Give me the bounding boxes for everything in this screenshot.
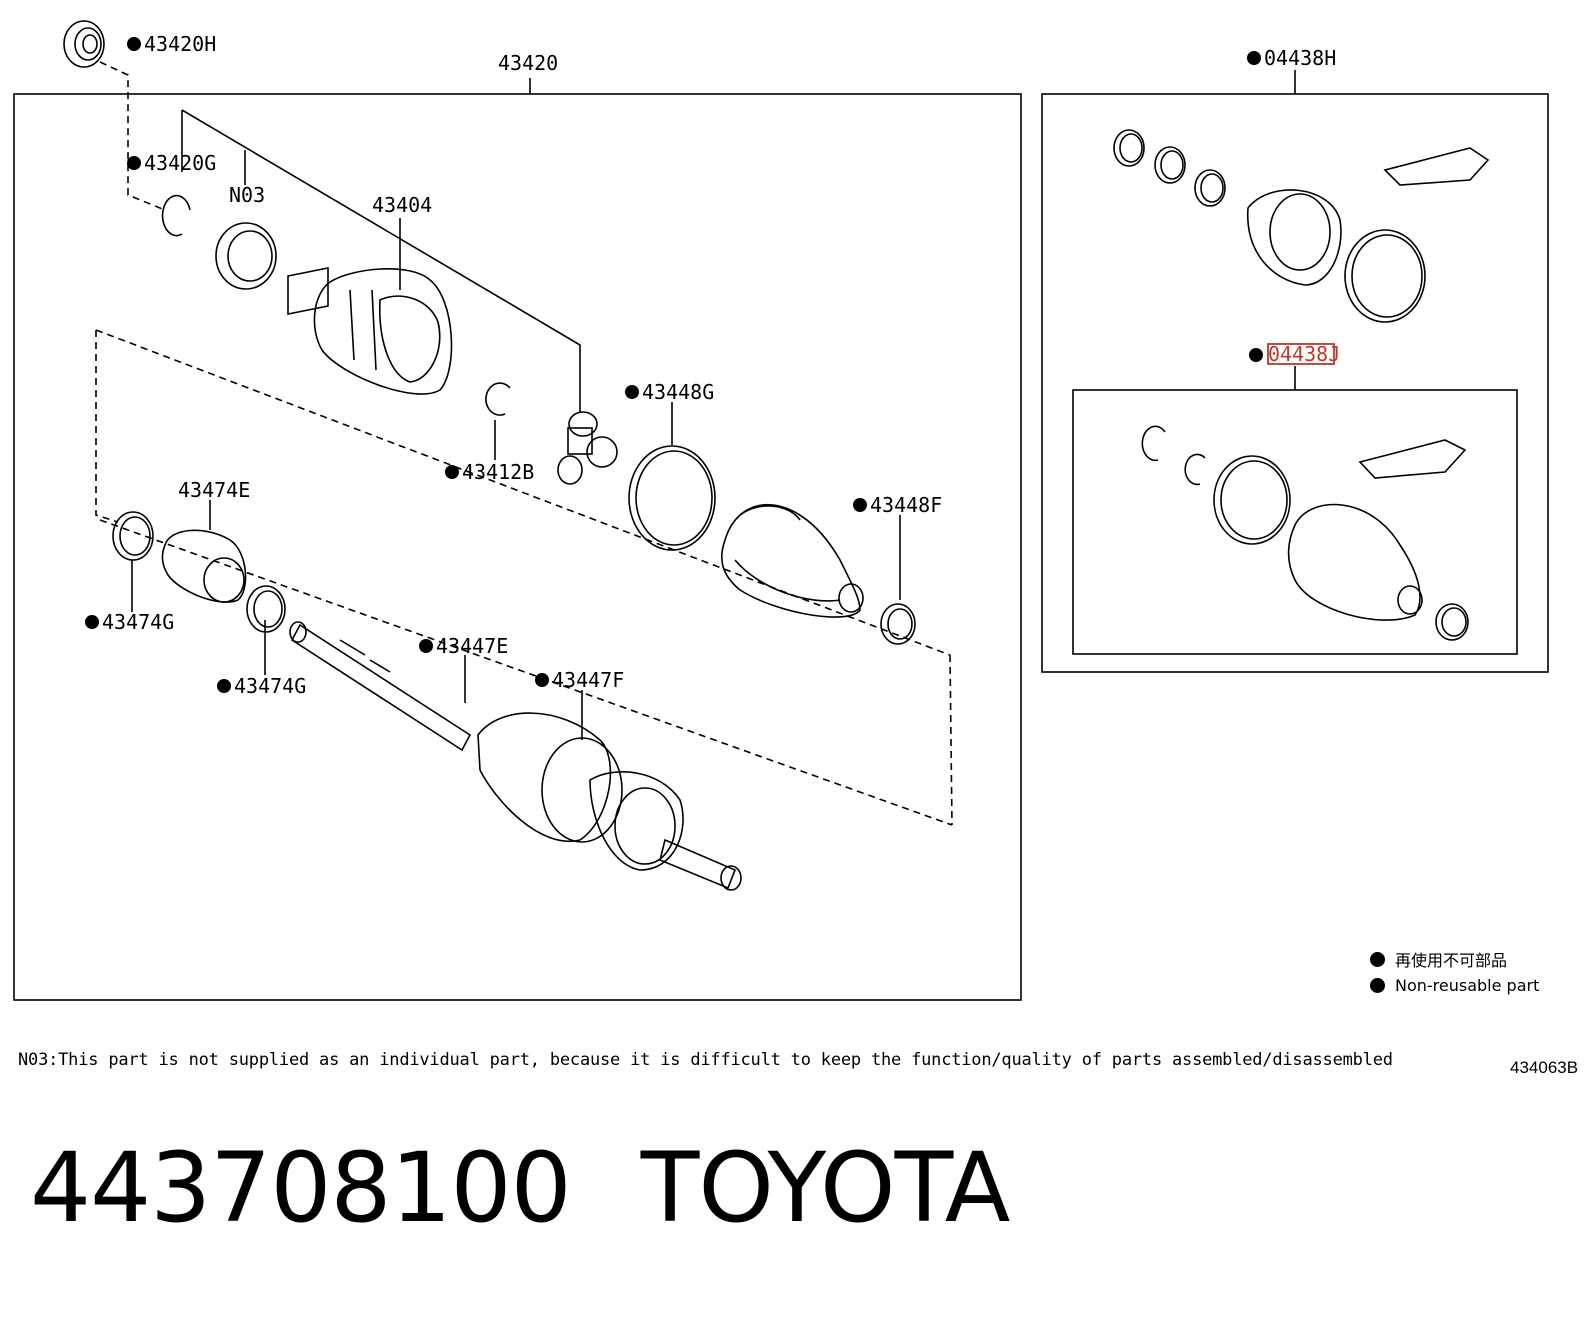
clip-43412B: [485, 382, 511, 416]
label-43474G-a[interactable]: 43474G: [102, 610, 174, 634]
kit-04438J-parts: [1141, 425, 1469, 641]
part-number: 443708100: [30, 1132, 572, 1244]
label-43448F[interactable]: 43448F: [870, 493, 942, 517]
tripod-joint: [557, 411, 618, 485]
product-title: 443708100 TOYOTA: [30, 1132, 1011, 1244]
seal-43420H: [63, 20, 105, 68]
inner-housing-43404: [287, 267, 453, 395]
bullet-icon: [1370, 977, 1385, 993]
footnote: N03:This part is not supplied as an indi…: [18, 1050, 1393, 1070]
label-43420[interactable]: 43420: [498, 51, 558, 75]
label-N03[interactable]: N03: [229, 183, 265, 207]
clamp-43474G-a: [112, 511, 154, 561]
parts-diagram: 43420 04438H 04438J 43420H 43420G N03 43…: [13, 20, 1549, 1001]
band-43448G: [628, 445, 716, 551]
outer-cv-joint: [477, 712, 742, 891]
figure-ref: 434063B: [1510, 1058, 1579, 1077]
inner-boot: [721, 504, 864, 618]
label-04438H[interactable]: 04438H: [1264, 46, 1336, 70]
label-43420G[interactable]: 43420G: [144, 151, 216, 175]
legend-jp: 再使用不可部品: [1395, 951, 1508, 970]
legend: 再使用不可部品 Non-reusable part: [1370, 946, 1539, 998]
kit-04438H-parts: [1113, 129, 1490, 323]
ring-N03: [215, 222, 277, 290]
main-assembly-frame: [13, 93, 1022, 1001]
label-43420H[interactable]: 43420H: [144, 32, 216, 56]
label-43447E[interactable]: 43447E: [436, 634, 508, 658]
damper-43474E: [161, 529, 247, 603]
label-43412B[interactable]: 43412B: [462, 460, 534, 484]
kit-frame-04438J: [1072, 389, 1518, 655]
drive-shaft: [289, 621, 472, 752]
highlight-box-04438J: [1267, 343, 1335, 365]
brand-name: TOYOTA: [640, 1132, 1011, 1244]
label-43474E[interactable]: 43474E: [178, 478, 250, 502]
label-04438J[interactable]: 04438J: [1268, 342, 1340, 366]
snap-ring-43420G: [161, 194, 191, 237]
legend-en: Non-reusable part: [1395, 975, 1540, 995]
clamp-43448F: [880, 603, 916, 645]
clamp-43474G-b: [246, 585, 286, 633]
label-43448G[interactable]: 43448G: [642, 380, 714, 404]
label-43447F[interactable]: 43447F: [552, 668, 624, 692]
label-43404[interactable]: 43404: [372, 193, 432, 217]
bullet-icon: [1370, 951, 1385, 967]
label-43474G-b[interactable]: 43474G: [234, 674, 306, 698]
